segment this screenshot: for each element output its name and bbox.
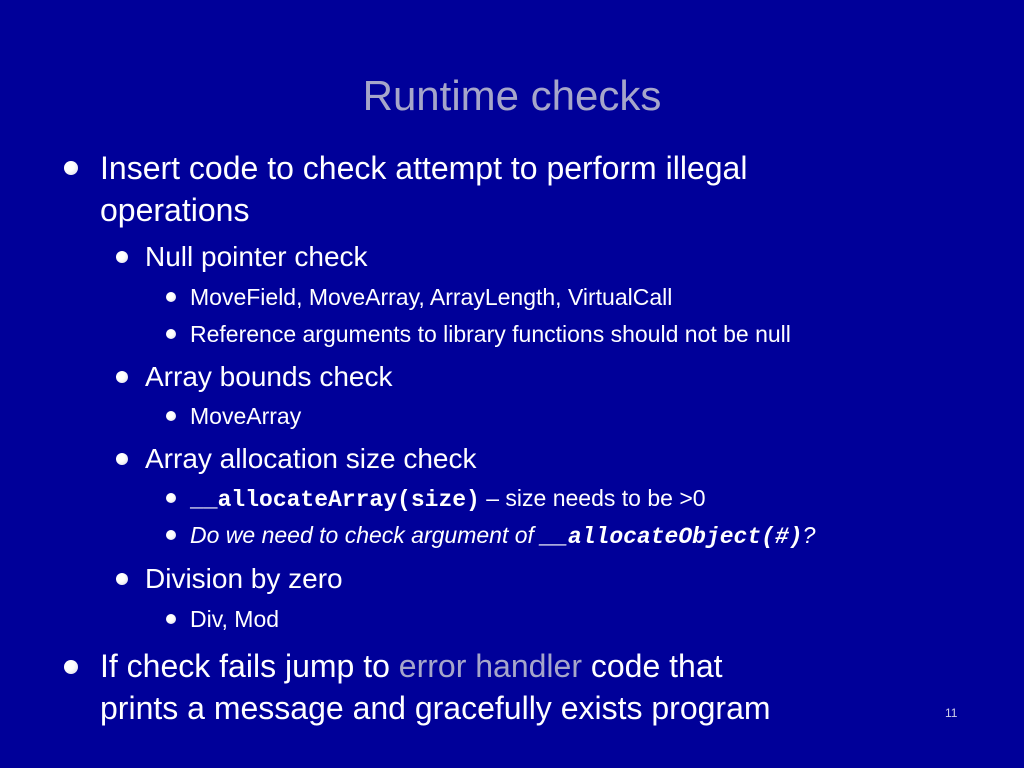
bullet-text: code that [581,648,723,684]
bullet-allocate-object-question: Do we need to check argument of __alloca… [190,521,815,551]
bullet-suffix: ? [802,522,816,548]
bullet-dot-icon [166,614,176,624]
bullet-dot-icon [116,371,128,383]
bullet-movefield: MoveField, MoveArray, ArrayLength, Virtu… [190,284,673,310]
bullet-allocate-array: __allocateArray(size) – size needs to be… [190,484,706,514]
bullet-reference-arguments: Reference arguments to library functions… [190,321,791,347]
bullet-division-by-zero: Division by zero [145,563,343,594]
bullet-text: Do we need to check argument of [190,522,541,548]
bullet-dot-icon [166,329,176,339]
highlight-error-handler: error handler [398,648,582,684]
bullet-array-allocation-size-check: Array allocation size check [145,443,477,474]
bullet-line: Insert code to check attempt to perform … [100,150,748,186]
bullet-text: – size needs to be >0 [479,485,706,511]
bullet-dot-icon [166,530,176,540]
bullet-line: prints a message and gracefully exists p… [100,690,771,726]
bullet-dot-icon [166,292,176,302]
bullet-null-pointer-check: Null pointer check [145,241,368,272]
bullet-dot-icon [116,453,128,465]
bullet-line: If check fails jump to error handler cod… [100,645,960,687]
bullet-array-bounds-check: Array bounds check [145,361,393,392]
page-number: 11 [945,706,958,720]
bullet-line: operations [100,192,250,228]
bullet-dot-icon [166,493,176,503]
code-allocate-object: __allocateObject(#) [540,524,803,550]
code-allocate-array: __allocateArray(size) [190,487,480,513]
bullet-insert-code: Insert code to check attempt to perform … [100,147,950,231]
bullet-dot-icon [166,411,176,421]
bullet-check-fails: If check fails jump to error handler cod… [100,645,960,729]
bullet-dot-icon [116,251,128,263]
bullet-dot-icon [116,573,128,585]
bullet-text: If check fails jump to [100,648,399,684]
bullet-dot-icon [64,161,78,175]
bullet-dot-icon [64,660,78,674]
bullet-div-mod: Div, Mod [190,606,280,632]
bullet-movearray: MoveArray [190,403,302,429]
slide-title: Runtime checks [362,72,662,119]
